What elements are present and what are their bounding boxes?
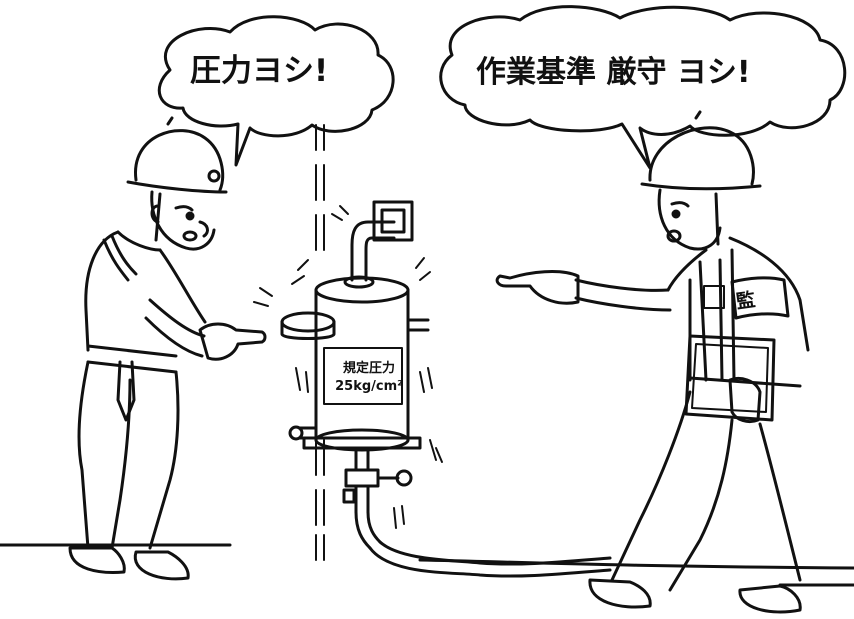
pressure-tank xyxy=(253,200,612,578)
left-speech-text: 圧力ヨシ! xyxy=(190,53,329,89)
right-speech-bubble xyxy=(439,5,847,170)
left-worker xyxy=(68,116,267,581)
armband-text: 監 xyxy=(734,288,757,314)
left-speech-bubble xyxy=(157,15,395,167)
right-speech-text: 作業基準 厳守 ヨシ! xyxy=(476,55,751,90)
tank-label-line1: 規定圧力 xyxy=(342,361,395,376)
right-worker xyxy=(495,110,810,614)
tank-label-line2: 25kg/cm² xyxy=(335,379,403,395)
tank-label-plate: 規定圧力 25kg/cm² xyxy=(329,360,409,396)
